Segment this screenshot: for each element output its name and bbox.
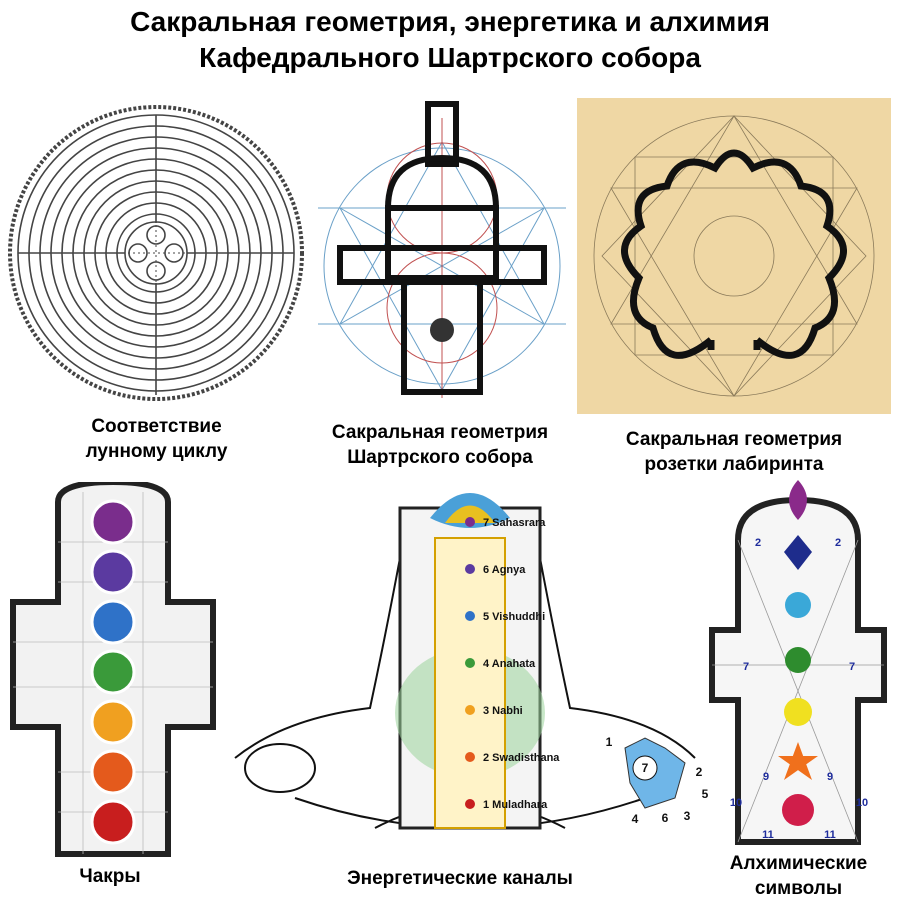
chakra-node (465, 799, 475, 809)
hand-number: 2 (696, 765, 703, 779)
chakra-label: 3 Nabhi (483, 705, 523, 717)
chakra-node (465, 705, 475, 715)
chakra-node (465, 658, 475, 668)
alchemy-number: 2 (755, 537, 761, 549)
chakras-plan-image (8, 482, 218, 862)
alchemy-number: 7 (743, 661, 749, 673)
alchemy-caption-line-2: символы (754, 878, 843, 899)
labyrinth-caption: Соответствие лунному циклу (4, 414, 309, 464)
chakra-node (465, 611, 475, 621)
chakra-label: 7 Sahasrara (483, 517, 546, 529)
page-title-line-2: Кафедрального Шартрского собора (199, 42, 701, 73)
plan-caption-line-2: Шартрского собора (347, 447, 533, 468)
chakra-node (465, 517, 475, 527)
hand-number: 7 (642, 761, 649, 775)
channels-caption: Энергетические каналы (347, 868, 573, 889)
chakra-disc (90, 549, 136, 595)
rosette-caption: Сакральная геометрия розетки лабиринта (577, 427, 891, 477)
rosette-image (577, 98, 891, 414)
chakra-disc (90, 749, 136, 795)
rosette-caption-line-1: Сакральная геометрия (625, 429, 843, 450)
chakra-disc (90, 799, 136, 845)
alchemy-number: 11 (824, 829, 836, 841)
alchemy-caption-line-1: Алхимические (729, 853, 868, 874)
alchemy-number: 9 (827, 771, 833, 783)
chakras-caption: Чакры (79, 866, 141, 887)
alchemy-number: 7 (849, 661, 855, 673)
chakra-disc (90, 699, 136, 745)
page-title-line-1: Сакральная геометрия, энергетика и алхим… (130, 6, 770, 37)
chakra-label: 4 Anahata (483, 658, 536, 670)
alchemy-number: 10 (730, 797, 742, 809)
plan-caption-line-1: Сакральная геометрия (331, 422, 549, 443)
chakra-label: 6 Agnya (483, 564, 526, 576)
alchemy-number: 10 (856, 797, 868, 809)
hand-number: 4 (632, 812, 639, 826)
energy-channels-image: 7 Sahasrara 6 Agnya 5 Vishuddhi 4 Anahata 3 … (225, 478, 715, 858)
chakra-label: 2 Swadisthana (483, 752, 560, 764)
alchemy-number: 2 (835, 537, 841, 549)
cathedral-plan-image (318, 98, 566, 410)
chakra-disc (90, 499, 136, 545)
chakra-label: 1 Muladhara (483, 799, 548, 811)
chakra-label: 5 Vishuddhi (483, 611, 545, 623)
labyrinth-caption-line-2: лунному циклу (85, 441, 228, 462)
plan-caption: Сакральная геометрия Шартрского собора (290, 420, 590, 470)
alchemy-caption: Алхимические символы (706, 851, 891, 901)
alchemy-number: 9 (763, 771, 769, 783)
labyrinth-image (4, 95, 309, 413)
chakra-node (465, 564, 475, 574)
alchemy-image: 2 2 7 7 9 9 10 10 11 11 (706, 480, 891, 850)
hand-number: 3 (684, 809, 691, 823)
alchemy-number: 11 (762, 829, 774, 841)
hand-number: 1 (606, 735, 613, 749)
rosette-caption-line-2: розетки лабиринта (644, 454, 824, 475)
chakra-disc (90, 599, 136, 645)
chakra-node (465, 752, 475, 762)
hand-number: 5 (702, 787, 709, 801)
chakra-disc (90, 649, 136, 695)
labyrinth-caption-line-1: Соответствие (91, 416, 222, 437)
hand-number: 6 (662, 811, 669, 825)
